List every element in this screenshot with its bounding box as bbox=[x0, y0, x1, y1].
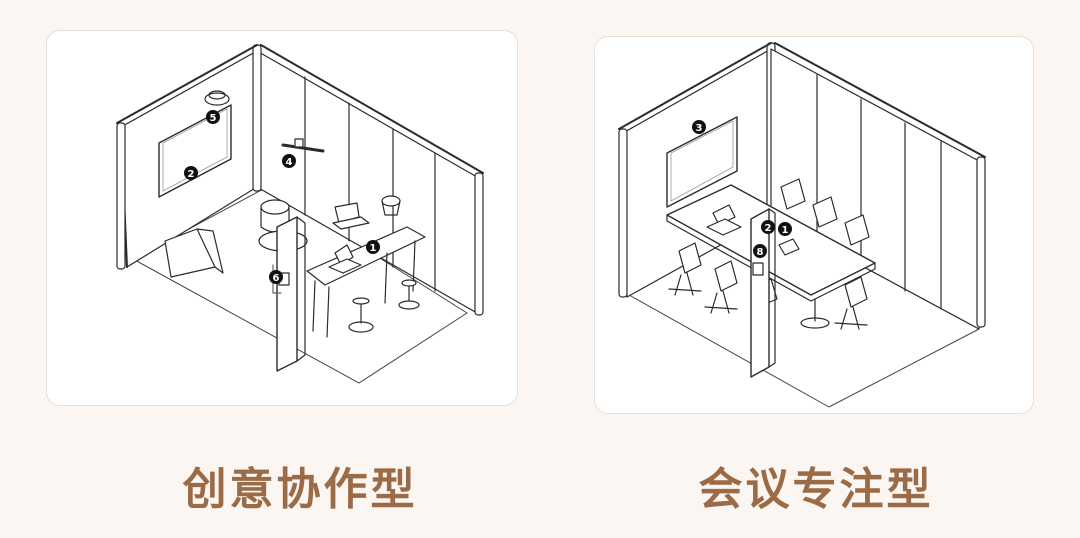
callout-label: 1 bbox=[782, 225, 789, 236]
callout-badge: 6 bbox=[269, 270, 283, 284]
callout-badge: 4 bbox=[282, 154, 296, 168]
callout-label: 3 bbox=[696, 123, 703, 134]
callout-badge: 2 bbox=[184, 166, 198, 180]
meeting-room-callouts: 1 2 3 8 bbox=[692, 120, 792, 258]
callout-label: 1 bbox=[370, 243, 377, 254]
callout-badge: 2 bbox=[761, 220, 775, 234]
creative-room-drawing bbox=[116, 44, 484, 384]
callout-badge: 1 bbox=[366, 240, 380, 254]
meeting-room-drawing bbox=[618, 42, 986, 408]
meeting-room-illustration-card: 1 2 3 8 bbox=[594, 36, 1034, 414]
callout-label: 2 bbox=[188, 169, 195, 180]
callout-label: 8 bbox=[757, 247, 764, 258]
callout-badge: 5 bbox=[206, 110, 220, 124]
callout-badge: 8 bbox=[753, 244, 767, 258]
creative-room-illustration-card: 1 2 4 5 6 bbox=[46, 30, 518, 406]
creative-collaboration-title: 创意协作型 bbox=[182, 464, 418, 515]
callout-label: 2 bbox=[765, 223, 772, 234]
callout-badge: 3 bbox=[692, 120, 706, 134]
creative-room-callouts: 1 2 4 5 6 bbox=[184, 110, 380, 284]
callout-label: 6 bbox=[273, 273, 280, 284]
callout-badge: 1 bbox=[778, 222, 792, 236]
callout-label: 5 bbox=[210, 113, 217, 124]
callout-label: 4 bbox=[286, 157, 293, 168]
meeting-focus-title: 会议专注型 bbox=[698, 464, 934, 515]
